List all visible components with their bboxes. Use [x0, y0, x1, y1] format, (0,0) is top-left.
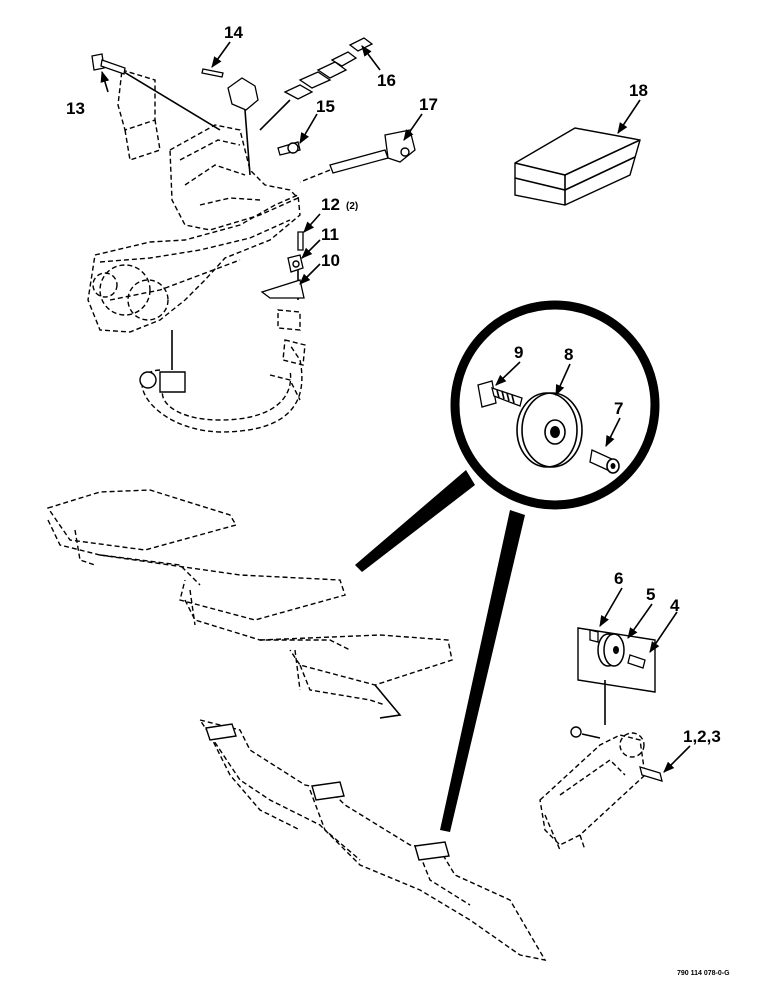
callout-17: 17 — [419, 95, 438, 114]
callout-12-qty: (2) — [346, 201, 358, 212]
callout-4: 4 — [670, 596, 680, 615]
detail-magnifier — [355, 300, 660, 832]
callout-15: 15 — [316, 97, 335, 116]
callout-8: 8 — [564, 345, 573, 364]
callout-13: 13 — [66, 99, 85, 118]
callout-16: 16 — [377, 71, 396, 90]
leader-lines — [100, 41, 691, 773]
callout-labels: 13 14 15 16 17 18 12 (2) 11 10 9 8 7 6 5… — [66, 23, 721, 746]
callout-14: 14 — [224, 23, 243, 42]
callout-10: 10 — [321, 251, 340, 270]
part-17-rod — [299, 129, 416, 183]
figure-reference-number: 790 114 078-0-G — [677, 970, 730, 977]
callout-9: 9 — [514, 343, 523, 362]
callout-7: 7 — [614, 399, 623, 418]
part-13-bolt — [91, 53, 221, 131]
part-15-clip — [277, 141, 301, 156]
roller-bracket-assembly — [539, 627, 663, 851]
callout-6: 6 — [614, 569, 623, 588]
part-16-spring-stack — [259, 37, 374, 131]
callout-1-2-3: 1,2,3 — [683, 727, 721, 746]
conveyor-chain — [46, 489, 453, 719]
callout-11: 11 — [321, 225, 339, 244]
callout-12: 12 — [321, 195, 340, 214]
part-18-kit-box — [514, 127, 641, 206]
part-14-pin — [201, 68, 259, 176]
callout-5: 5 — [646, 585, 655, 604]
parts-10-12 — [260, 231, 305, 299]
callout-18: 18 — [629, 81, 648, 100]
frame-assembly — [87, 69, 306, 433]
stripper-bar — [198, 718, 547, 961]
